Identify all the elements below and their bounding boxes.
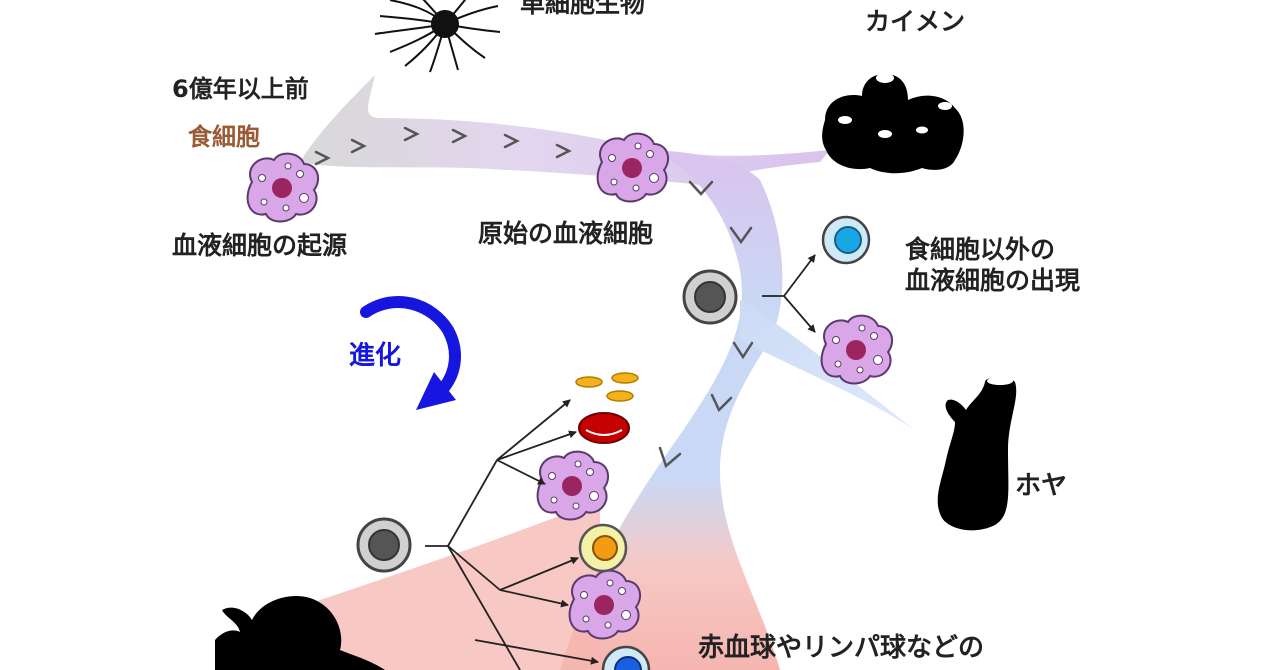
blood-origin-label: 血液細胞の起源 — [172, 231, 348, 260]
lymphocyte-cell-icon — [821, 215, 871, 265]
stem-cell-icon — [356, 517, 412, 573]
flow-chevrons — [314, 126, 754, 469]
granulocyte-cell-icon — [578, 523, 628, 573]
lymphocyte-cell-icon — [601, 645, 651, 670]
ascidian-silhouette-icon — [937, 377, 1017, 531]
phagocyte-cell-icon — [246, 152, 320, 223]
phagocyte-label: 食細胞 — [188, 123, 260, 151]
sponge-label: カイメン — [865, 7, 966, 36]
lineage-branch-vertebrate — [260, 500, 600, 670]
red-blood-cell-icon — [578, 412, 630, 444]
sponge-silhouette-icon — [822, 73, 964, 174]
stem-cell-icon — [682, 269, 738, 325]
non-phagocyte-label-line2: 血液細胞の出現 — [905, 266, 1081, 296]
curved-arrow-icon — [360, 296, 461, 410]
phagocyte-cell-icon — [536, 450, 610, 521]
lineage-branch-top — [300, 75, 830, 185]
primitive-blood-label: 原始の血液細胞 — [478, 219, 654, 248]
bottom-caption-line1: 赤血球やリンパ球などの — [698, 633, 985, 663]
differentiation-arrows — [425, 254, 816, 670]
non-phagocyte-label-line1: 食細胞以外の — [905, 235, 1056, 264]
time-label: 6億年以上前 — [172, 75, 309, 103]
evolution-label: 進化 — [349, 341, 402, 371]
phagocyte-cell-icon — [568, 569, 642, 640]
unicellular-organism-label: 単細胞生物 — [520, 0, 646, 18]
ascidian-label: ホヤ — [1015, 471, 1068, 501]
unicellular-organism-icon — [374, 0, 501, 73]
platelet-icon — [575, 372, 639, 402]
non-phagocyte-label: 食細胞以外の 血液細胞の出現 — [905, 234, 1080, 297]
phagocyte-cell-icon — [596, 132, 670, 203]
vertebrate-silhouette-icon — [215, 596, 385, 670]
phagocyte-cell-icon — [820, 314, 894, 385]
